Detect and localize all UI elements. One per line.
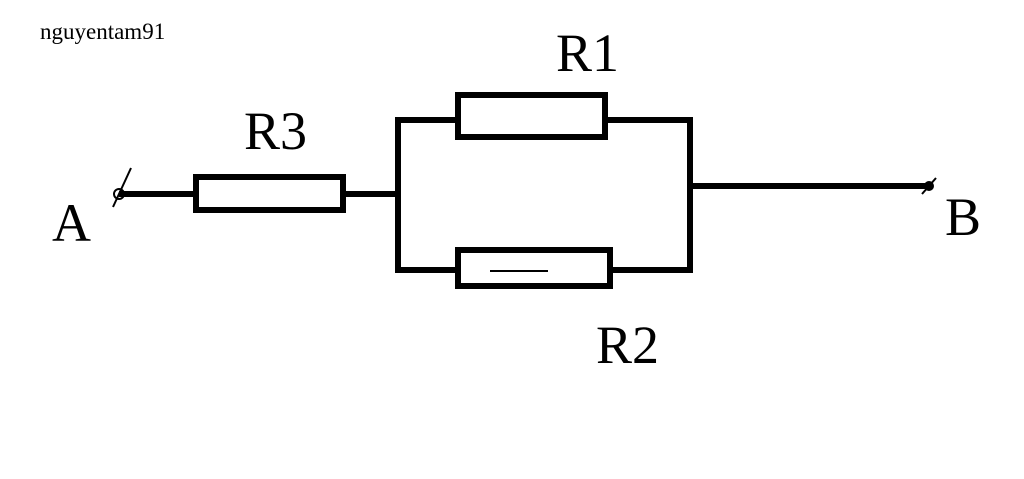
label-r2: R2 xyxy=(596,315,660,375)
terminal-a-mark xyxy=(112,167,132,208)
terminal-a-label: A xyxy=(52,193,91,253)
label-r1: R1 xyxy=(556,23,620,83)
terminal-b-mark xyxy=(921,177,937,195)
terminal-b-label: B xyxy=(945,187,982,247)
resistor-r2 xyxy=(455,247,613,289)
resistor-r1 xyxy=(455,92,608,140)
label-r3: R3 xyxy=(244,101,308,161)
resistor-r3 xyxy=(193,174,346,213)
watermark-text: nguyentam91 xyxy=(40,19,166,44)
